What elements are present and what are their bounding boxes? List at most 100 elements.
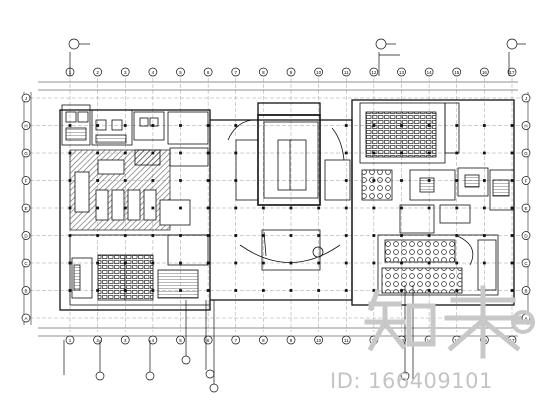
column-marker — [400, 124, 403, 127]
auditorium — [69, 234, 211, 306]
column-marker — [96, 124, 100, 127]
column-marker — [206, 289, 210, 292]
column-bubble-label: 6 — [207, 338, 210, 343]
column-bubble — [120, 67, 130, 77]
column-marker — [151, 124, 155, 127]
column-bubble-label: 11 — [344, 338, 349, 343]
column-marker — [96, 179, 100, 182]
column-bubble-label: 13 — [399, 70, 405, 75]
column-bubble-label: 5 — [179, 338, 182, 343]
column-axis-bubbles: 1122334455667788991010111112121313141415… — [65, 67, 517, 345]
column-bubble — [148, 335, 158, 345]
column-bubble — [480, 67, 489, 77]
row-bubble — [21, 286, 31, 295]
row-bubble — [21, 203, 31, 213]
watermark-id: ID: 166409101 — [330, 369, 493, 393]
column-marker — [510, 206, 514, 210]
column-marker — [234, 206, 238, 210]
lecture-hall — [359, 102, 460, 201]
column-bubble-label: 11 — [344, 70, 349, 75]
column-marker — [179, 261, 182, 265]
column-marker — [96, 151, 100, 155]
column-marker — [68, 206, 72, 210]
column-bubble — [65, 335, 75, 345]
column-marker — [455, 206, 459, 210]
column-marker — [261, 261, 265, 265]
column-bubble — [369, 67, 379, 77]
row-bubble — [521, 93, 531, 103]
column-marker — [427, 234, 431, 237]
row-bubble-label: J — [525, 96, 527, 101]
column-bubble-label: 9 — [290, 338, 293, 343]
row-bubble — [521, 258, 531, 268]
column-marker — [289, 206, 293, 210]
column-marker — [179, 206, 182, 210]
column-marker — [427, 151, 431, 155]
column-marker — [234, 151, 238, 155]
column-marker — [400, 179, 403, 182]
column-bubble-label: 4 — [152, 338, 155, 343]
column-marker — [427, 179, 431, 182]
column-marker — [123, 261, 127, 265]
column-marker — [179, 234, 182, 237]
row-bubble — [521, 176, 531, 185]
column-bubble — [259, 335, 268, 345]
column-marker — [372, 234, 376, 237]
column-marker — [179, 179, 182, 182]
column-bubble — [314, 335, 323, 345]
column-marker — [179, 151, 182, 155]
column-marker — [344, 289, 348, 292]
column-marker — [344, 261, 348, 265]
row-bubble-label: H — [524, 124, 527, 129]
column-marker — [344, 234, 348, 237]
column-marker — [68, 234, 72, 237]
column-marker — [151, 179, 155, 182]
row-bubble — [21, 176, 31, 185]
row-bubble-label: E — [524, 206, 527, 211]
column-marker — [151, 261, 155, 265]
row-bubble — [521, 121, 531, 130]
row-bubble-label: G — [524, 151, 528, 156]
row-bubble-label: E — [24, 206, 27, 211]
column-marker — [234, 234, 238, 237]
column-bubble — [120, 335, 130, 345]
structural-columns — [68, 124, 514, 292]
column-marker — [206, 206, 210, 210]
column-bubble — [176, 335, 185, 345]
column-marker — [344, 124, 348, 127]
column-marker — [482, 206, 486, 210]
column-marker — [455, 261, 459, 265]
row-bubble — [21, 93, 31, 103]
column-marker — [96, 261, 100, 265]
column-marker — [455, 289, 459, 292]
column-bubble-label: 17 — [509, 338, 515, 343]
column-marker — [510, 234, 514, 237]
left-upper-rooms — [61, 104, 209, 167]
column-bubble-label: 6 — [207, 70, 210, 75]
row-bubble — [21, 148, 31, 158]
column-marker — [123, 234, 127, 237]
column-bubble-label: 3 — [124, 70, 127, 75]
column-marker — [123, 206, 127, 210]
column-bubble — [286, 67, 296, 77]
column-marker — [510, 151, 514, 155]
bottom-callouts — [63, 285, 414, 393]
column-marker — [68, 151, 72, 155]
column-marker — [289, 234, 293, 237]
column-bubble — [176, 67, 185, 77]
column-marker — [344, 206, 348, 210]
column-marker — [400, 234, 403, 237]
column-marker — [482, 124, 486, 127]
row-bubble — [21, 231, 31, 240]
column-bubble — [507, 67, 517, 77]
column-bubble-label: 14 — [427, 70, 433, 75]
row-bubble-label: C — [524, 261, 528, 266]
column-bubble-label: 9 — [290, 70, 293, 75]
column-bubble — [259, 67, 268, 77]
column-bubble — [231, 67, 241, 77]
column-bubble-label: 15 — [454, 70, 460, 75]
column-bubble — [341, 335, 351, 345]
column-marker — [317, 206, 321, 210]
column-marker — [123, 124, 127, 127]
column-marker — [372, 179, 376, 182]
